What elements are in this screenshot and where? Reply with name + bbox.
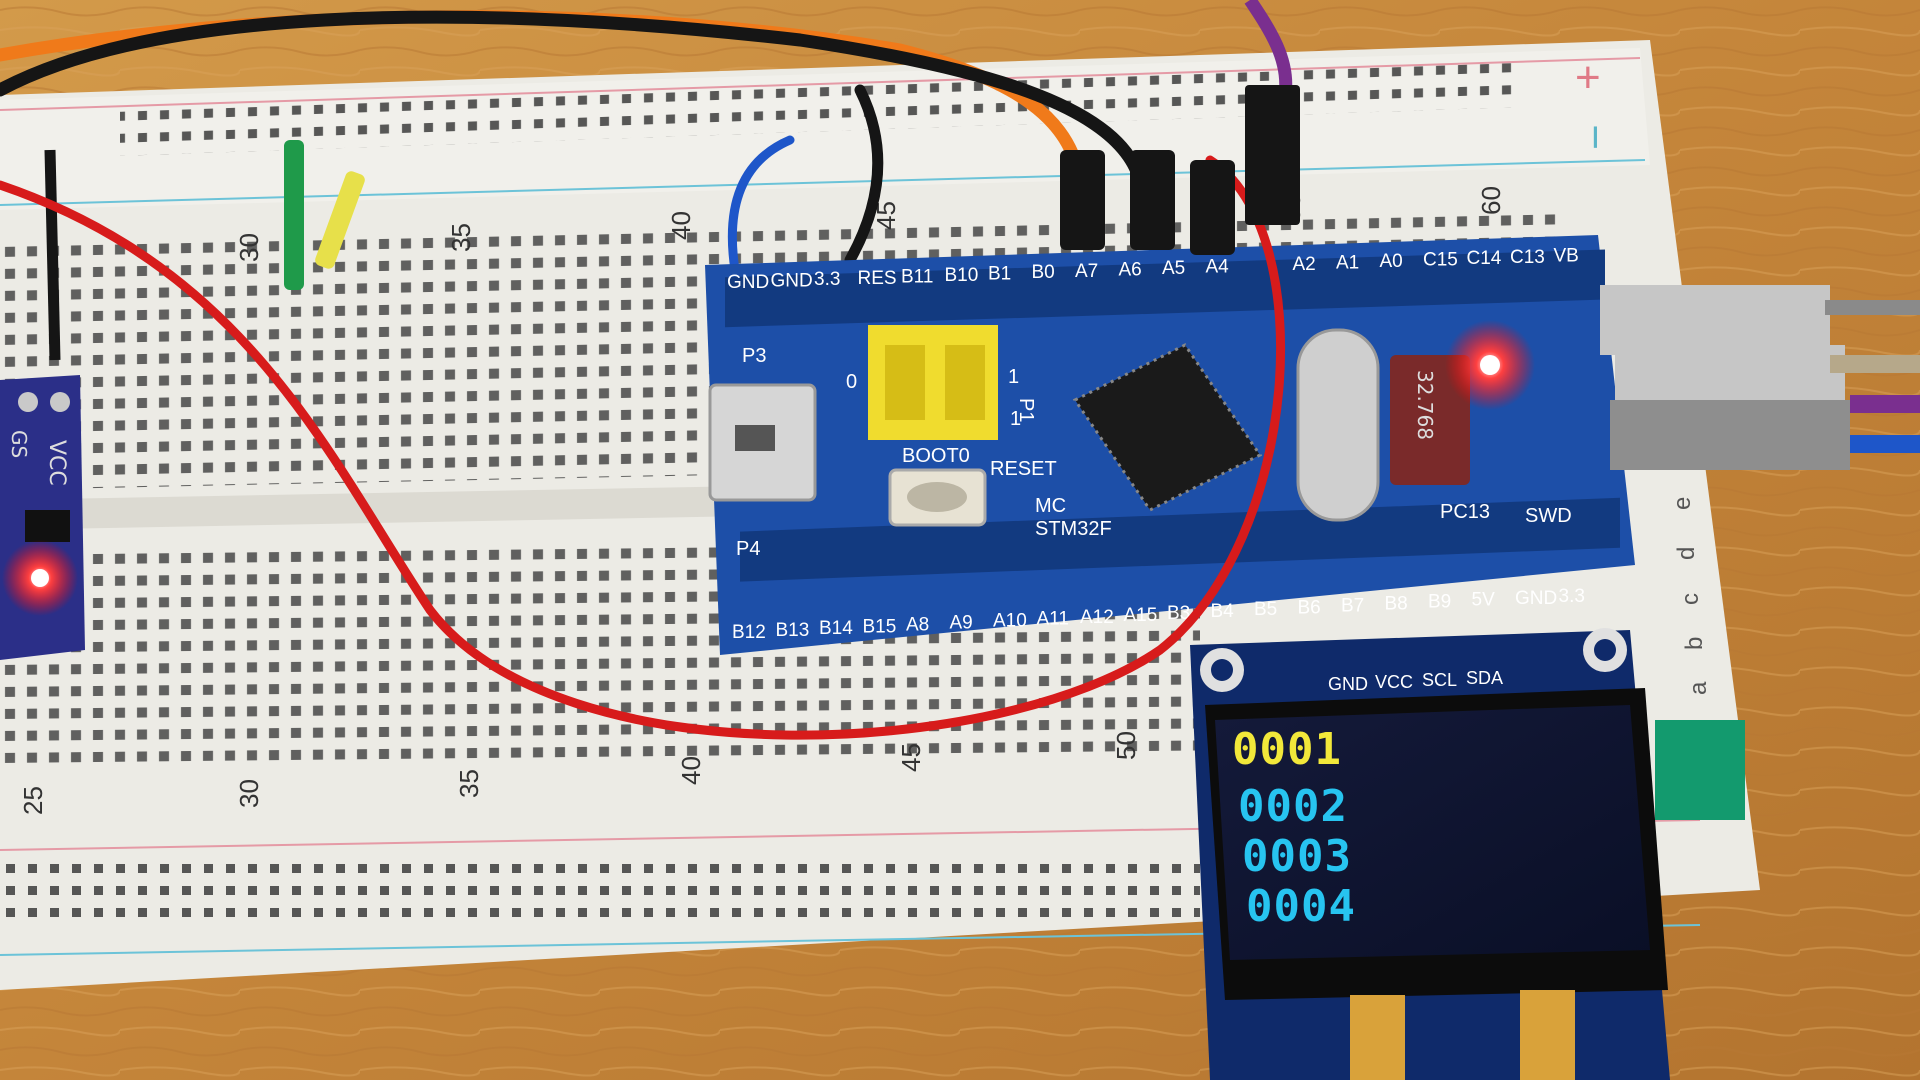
top-pin-label-a6: A6 (1119, 259, 1142, 280)
bb-bottom-number-25: 25 (18, 786, 48, 815)
top-pin-label-b0: B0 (1032, 262, 1055, 283)
top-pin-label-b11: B11 (901, 266, 933, 287)
bb-bottom-number-30: 30 (234, 779, 264, 808)
stm32-board: 32.768 P3 P4 BOOT0 RESET P1 MC STM32F 0 … (705, 235, 1635, 655)
bottom-pin-label-b13: B13 (776, 620, 810, 641)
bottom-pin-label-b14: B14 (819, 618, 853, 639)
top-pin-label-gnd: GND (727, 272, 769, 293)
sensor-module: VCC GS (0, 375, 85, 660)
bottom-pin-label-a8: A8 (906, 614, 929, 635)
oled-module: GND VCC SCL SDA (1190, 628, 1670, 1080)
bottom-pin-label-b4: B4 (1211, 601, 1235, 622)
bottom-pin-label-33: 3.3 (1559, 586, 1585, 607)
bottom-pin-label-b8: B8 (1385, 594, 1408, 615)
bottom-pin-label-b5: B5 (1254, 599, 1277, 620)
bottom-pin-label-a9: A9 (950, 613, 973, 634)
sensor-vcc-label: VCC (44, 440, 69, 486)
label-pc13: PC13 (1440, 501, 1490, 523)
bottom-pin-label-b12: B12 (732, 622, 766, 643)
bb-top-number-30: 30 (234, 233, 264, 262)
label-p4: P4 (736, 538, 760, 560)
top-pin-label-a2: A2 (1293, 254, 1316, 275)
wire-header-plugs (1060, 85, 1300, 255)
sensor-g-label: GS (7, 430, 31, 458)
top-pin-label-a1: A1 (1336, 252, 1359, 273)
bottom-pin-label-b7: B7 (1341, 595, 1364, 616)
label-reset: RESET (990, 458, 1057, 480)
oled-line-2: 0002 (1238, 781, 1348, 832)
label-mcu: STM32F (1035, 518, 1112, 540)
label-p3: P3 (742, 345, 766, 367)
mcu-chip (1072, 343, 1263, 512)
rail-minus-sign: − (1571, 124, 1620, 150)
top-pin-label-a7: A7 (1075, 261, 1098, 282)
bb-top-number-35: 35 (446, 223, 476, 252)
bb-row-letter-d: d (1673, 547, 1700, 560)
bb-row-letter-a: a (1685, 681, 1712, 695)
bb-bottom-number-40: 40 (676, 756, 706, 785)
top-pin-label-gnd: GND (771, 271, 813, 292)
red-wire (0, 155, 1286, 740)
bb-row-letter-c: c (1677, 593, 1704, 605)
label-jumper-0: 0 (846, 371, 857, 393)
top-pin-label-a0: A0 (1380, 251, 1403, 272)
label-p1: P1 (1015, 398, 1037, 422)
label-swd: SWD (1525, 505, 1572, 527)
oled-line-1: 0001 (1232, 724, 1342, 775)
top-pin-label-a4: A4 (1206, 257, 1230, 278)
rtc-crystal (1390, 355, 1470, 485)
bb-bottom-number-35: 35 (454, 769, 484, 798)
bottom-pin-label-a11: A11 (1037, 609, 1069, 630)
oled-line-3: 0003 (1242, 831, 1352, 882)
dupont-connectors (1600, 285, 1920, 470)
green-jumper (284, 140, 304, 290)
bb-row-letter-e: e (1669, 497, 1696, 510)
bb-bottom-number-45: 45 (896, 743, 926, 772)
black-wire (0, 10, 1147, 187)
bb-bottom-number-50: 50 (1111, 731, 1141, 760)
bottom-pin-label-b15: B15 (863, 616, 897, 637)
rail-plus-sign: + (1575, 53, 1601, 102)
bb-top-number-60: 60 (1476, 186, 1506, 215)
top-pin-label-33: 3.3 (814, 269, 840, 290)
label-boot: BOOT0 (902, 445, 970, 467)
blue-short-wire (727, 135, 795, 275)
rtc-crystal-label: 32.768 (1413, 370, 1437, 440)
bottom-pin-label-b6: B6 (1298, 597, 1321, 618)
top-pin-label-b1: B1 (988, 264, 1011, 285)
bottom-pin-label-5v: 5V (1472, 590, 1496, 611)
purple-wire (1244, 0, 1293, 96)
bottom-pin-label-b3: B3 (1167, 603, 1190, 624)
top-pin-label-c13: C13 (1510, 247, 1545, 268)
oled-line-4: 0004 (1246, 881, 1356, 932)
label-jumper-1b: 1 (1010, 408, 1021, 430)
label-jumper-1a: 1 (1008, 366, 1019, 388)
yellow-jumper (315, 171, 365, 269)
oled-pin-vcc: VCC (1375, 672, 1413, 692)
black-short-wire (844, 84, 884, 266)
bottom-pin-label-a15: A15 (1124, 605, 1158, 626)
top-pin-label-c15: C15 (1423, 250, 1458, 271)
breadboard-green-tab (1655, 720, 1745, 820)
bottom-pin-label-a12: A12 (1080, 607, 1114, 628)
bb-top-number-40: 40 (666, 211, 696, 240)
top-pin-label-c14: C14 (1467, 248, 1502, 269)
bottom-pin-label-b9: B9 (1428, 592, 1451, 613)
oled-pin-sda: SDA (1466, 668, 1503, 688)
oled-pin-gnd: GND (1328, 674, 1368, 694)
bottom-pin-label-a10: A10 (993, 611, 1027, 632)
bottom-pin-label-gnd: GND (1515, 588, 1557, 609)
bb-row-letter-b: b (1681, 637, 1708, 650)
top-pin-label-res: RES (858, 268, 897, 289)
oled-pin-scl: SCL (1422, 670, 1457, 690)
top-pin-label-vb: VB (1554, 245, 1579, 266)
crystal-oscillator (1296, 328, 1380, 522)
top-pin-label-a5: A5 (1162, 258, 1185, 279)
label-mc: MC (1035, 495, 1066, 517)
top-pin-label-b10: B10 (945, 265, 979, 286)
